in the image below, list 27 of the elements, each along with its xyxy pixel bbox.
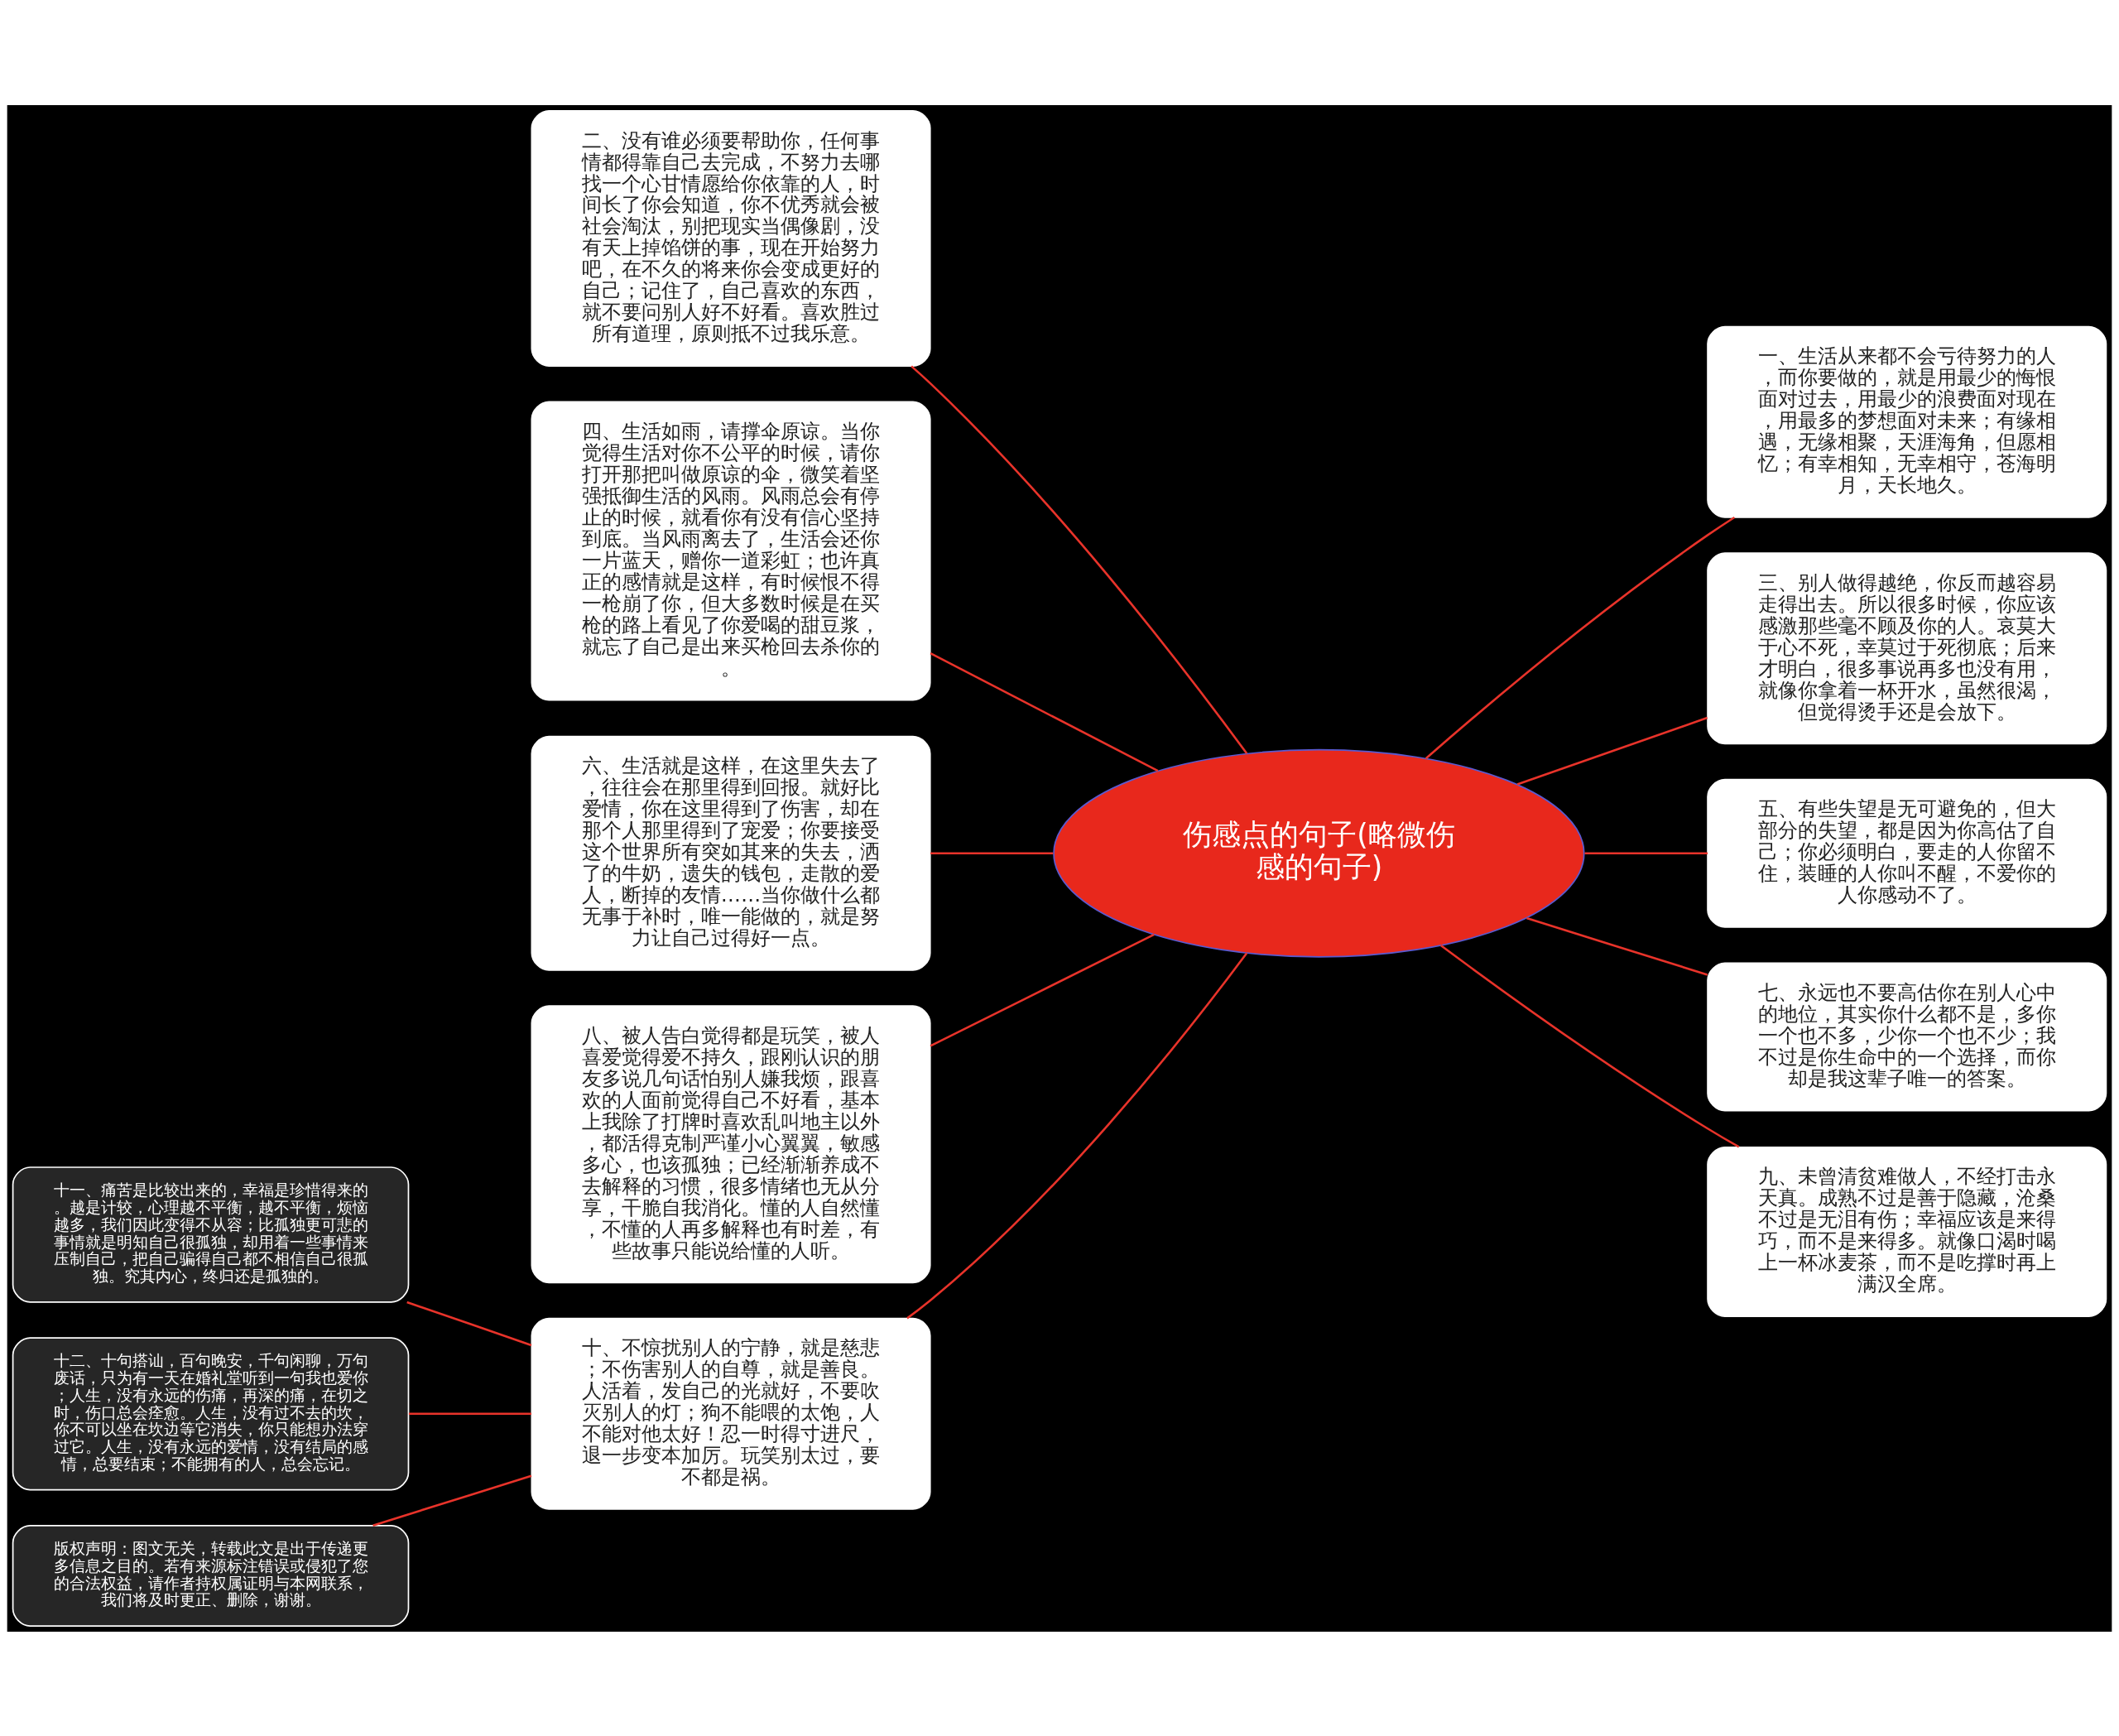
node-box: 十一、痛苦是比较出来的，幸福是珍惜得来的。越是计较，心理越不平衡，越不平衡，烦恼越多，我们因此变得不从容；比孤独更可悲的事情就是明知自己很孤独，却用着一些事情来压制自己，把自己骗得自己都不相信自己很孤独。究其内心，终归还是孤独的。 (12, 1166, 410, 1303)
connector (408, 1412, 531, 1415)
connector (1439, 944, 1740, 1148)
node-box: 版权声明：图文无关，转载此文是出于传递更多信息之目的。若有来源标注错误或侵犯了您的合法权益，请作者持权属证明与本网联系，我们将及时更正、删除，谢谢。 (12, 1524, 410, 1627)
node-box: 一、生活从来都不会亏待努力的人，而你要做的，就是用最少的悔恨面对过去，用最少的浪费面对现在，用最多的梦想面对未来；有缘相遇，无缘相聚，天涯海角，但愿相忆；有幸相知，无幸相守，苍海明月，天长地久。 (1707, 325, 2107, 518)
node-ellipse: 伤感点的句子(略微伤感的句子) (1053, 748, 1585, 958)
node-box: 三、别人做得越绝，你反而越容易走得出去。所以很多时候，你应该感激那些毫不顾及你的人。哀莫大于心不死，幸莫过于死彻底；后来才明白，很多事说再多也没有用，就像你拿着一杯开水，虽然很渴，但觉得烫手还是会放下。 (1707, 551, 2107, 744)
connector (906, 952, 1248, 1319)
connector (930, 933, 1155, 1046)
connector (372, 1474, 532, 1527)
connector (911, 364, 1248, 754)
connector (930, 852, 1054, 854)
node-box: 八、被人告白觉得都是玩笑，被人喜爱觉得爱不持久，跟刚认识的朋友多说几句话怕别人嫌我烦，跟喜欢的人面前觉得自己不好看，基本上我除了打牌时喜欢乱叫地主以外，都活得克制严谨小心翼翼，敏感多心，也该孤独；已经渐渐养成不去解释的习惯，很多情绪也无从分享，干脆自我消化。懂的人自然懂，不懂的人再多解释也有时差，有些故事只能说给懂的人听。 (531, 1004, 931, 1283)
node-box: 九、未曾清贫难做人，不经打击永天真。成熟不过是善于隐藏，沧桑不过是无泪有伤；幸福应该是来得巧，而不是来得多。就像口渴时喝上一杯冰麦茶，而不是吃撑时再上满汉全席。 (1707, 1146, 2107, 1317)
connector (1425, 516, 1736, 759)
connector (1516, 716, 1708, 786)
node-box: 十二、十句搭讪，百句晚安，千句闲聊，万句废话，只为有一天在婚礼堂听到一句我也爱你；人生，没有永远的伤痛，再深的痛，在切之时，伤口总会痊愈。人生，没有过不去的坎，你不可以坐在坎边等它消失，你只能想办法穿过它。人生，没有永远的爱情，没有结局的感情，总要结束；不能拥有的人，总会忘记。 (12, 1336, 410, 1490)
node-box: 十、不惊扰别人的宁静，就是慈悲；不伤害别人的自尊，就是善良。人活着，发自己的光就好，不要吹灭别人的灯；狗不能喂的太饱，人不能对他太好！忍一时得寸进尺，退一步变本加厉。玩笑别太过，要不都是祸。 (531, 1317, 931, 1510)
node-box: 六、生活就是这样，在这里失去了，往往会在那里得到回报。就好比爱情，你在这里得到了伤害，却在那个人那里得到了宠爱；你要接受这个世界所有突如其来的失去，洒了的牛奶，遗失的钱包，走散的爱人，断掉的友情……当你做什么都无事于补时，唯一能做的，就是努力让自己过得好一点。 (531, 735, 931, 971)
connector (930, 652, 1159, 772)
connector (406, 1301, 532, 1346)
node-box: 七、永远也不要高估你在别人心中的地位，其实你什么都不是，多你一个也不多，少你一个也不少；我不过是你生命中的一个选择，而你却是我这辈子唯一的答案。 (1707, 961, 2107, 1111)
node-box: 二、没有谁必须要帮助你，任何事情都得靠自己去完成，不努力去哪找一个心甘情愿给你依靠的人，时间长了你会知道，你不优秀就会被社会淘汰，别把现实当偶像剧，没有天上掉馅饼的事，现在开始努力吧，在不久的将来你会变成更好的自己；记住了，自己喜欢的东西，就不要问别人好不好看。喜欢胜过所有道理，原则抵不过我乐意。 (531, 109, 931, 367)
connector (1526, 916, 1708, 976)
connector (1584, 852, 1708, 854)
node-box: 四、生活如雨，请撑伞原谅。当你觉得生活对你不公平的时候，请你打开那把叫做原谅的伞，微笑着坚强抵御生活的风雨。风雨总会有停止的时候，就看你有没有信心坚持到底。当风雨离去了，生活会还你一片蓝天，赠你一道彩虹；也许真正的感情就是这样，有时候恨不得一枪崩了你，但大多数时候是在买枪的路上看见了你爱喝的甜豆浆，就忘了自己是出来买枪回去杀你的。 (531, 401, 931, 700)
node-box: 五、有些失望是无可避免的，但大部分的失望，都是因为你高估了自己；你必须明白，要走的人你留不住，装睡的人你叫不醒，不爱你的人你感动不了。 (1707, 778, 2107, 928)
